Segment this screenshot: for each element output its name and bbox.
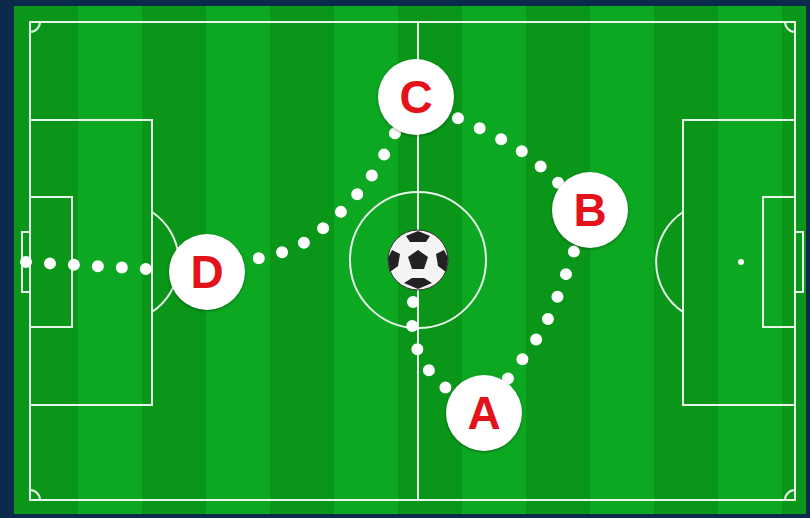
pass-dotted-line [453, 116, 558, 183]
pass-dotted-line [508, 249, 575, 378]
player-circle: D [169, 234, 245, 310]
player-circle: C [378, 59, 454, 135]
penalty-spot [738, 259, 744, 265]
player-letter: D [190, 249, 223, 295]
football [388, 230, 448, 290]
player-letter: C [399, 74, 432, 120]
grass [14, 6, 806, 514]
player-circle: B [552, 172, 628, 248]
player-letter: B [573, 187, 606, 233]
player-circle: A [446, 375, 522, 451]
pass-dotted-line [247, 133, 395, 260]
player-letter: A [467, 390, 500, 436]
pitch-lines [22, 22, 803, 500]
